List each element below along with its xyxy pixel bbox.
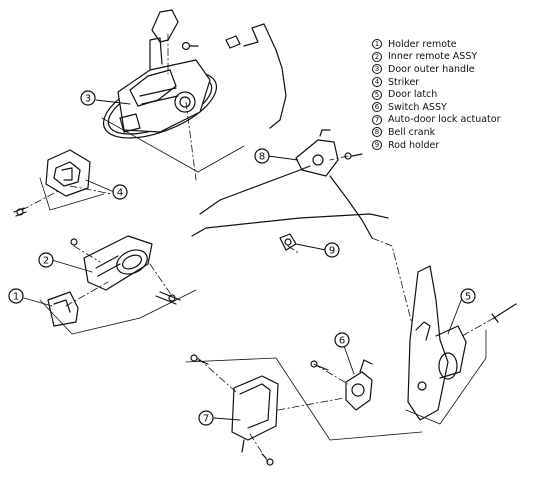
svg-text:5: 5 (465, 292, 471, 303)
callout-8: 8 (254, 148, 270, 164)
legend-number: 1 (372, 39, 382, 50)
legend-label: Bell crank (388, 126, 436, 138)
legend-item: 2 Inner remote ASSY (372, 51, 501, 64)
svg-text:3: 3 (85, 94, 91, 105)
latch-rod (329, 175, 373, 239)
callout-9: 9 (324, 242, 340, 258)
callout-6: 6 (334, 332, 350, 348)
svg-text:1: 1 (13, 292, 19, 303)
legend-label: Holder remote (388, 38, 457, 50)
switch-assy (345, 359, 373, 411)
inner-remote-bolt (70, 238, 181, 305)
legend-number: 2 (372, 51, 382, 62)
striker (45, 149, 91, 197)
outer-handle-clip (225, 35, 241, 49)
legend-number: 7 (372, 114, 382, 125)
svg-text:6: 6 (339, 336, 345, 347)
svg-text:7: 7 (203, 414, 209, 425)
outer-handle-bolt (181, 41, 199, 51)
legend-item: 4 Striker (372, 76, 501, 89)
striker-bolt (13, 207, 27, 217)
auto-door-lock-actuator (231, 375, 279, 453)
door-latch (407, 265, 467, 421)
assembly-guide-lines (21, 33, 495, 463)
bell-crank-bolt (344, 152, 363, 160)
lower-rod (191, 213, 389, 237)
legend-number: 5 (372, 89, 382, 100)
inner-remote-assy (83, 235, 153, 291)
svg-text:4: 4 (117, 188, 123, 199)
legend-item: 6 Switch ASSY (372, 101, 501, 114)
door-latch-screw (491, 303, 517, 323)
legend-item: 7 Auto-door lock actuator (372, 114, 501, 127)
legend-label: Auto-door lock actuator (388, 114, 501, 126)
legend-number: 4 (372, 77, 382, 88)
reference-outlines (39, 117, 487, 441)
outer-handle-rod (243, 23, 287, 129)
lock-rod (199, 165, 311, 215)
svg-text:9: 9 (329, 246, 335, 257)
leader-lines (23, 99, 463, 421)
legend-label: Rod holder (388, 139, 440, 151)
legend-item: 9 Rod holder (372, 139, 501, 152)
legend-item: 1 Holder remote (372, 38, 501, 51)
legend-label: Inner remote ASSY (388, 51, 478, 63)
svg-text:2: 2 (43, 256, 49, 267)
legend-item: 3 Door outer handle (372, 63, 501, 76)
callout-2: 2 (38, 252, 54, 268)
switch-bolt (310, 360, 329, 371)
callout-4: 4 (112, 184, 128, 200)
legend-item: 5 Door latch (372, 88, 501, 101)
legend-label: Door latch (388, 89, 438, 101)
legend-number: 8 (372, 127, 382, 138)
legend-label: Striker (388, 76, 420, 88)
callout-3: 3 (80, 90, 96, 106)
callout-7: 7 (198, 410, 214, 426)
legend-label: Switch ASSY (388, 101, 447, 113)
legend-number: 3 (372, 64, 382, 75)
legend-item: 8 Bell crank (372, 126, 501, 139)
legend-number: 9 (372, 140, 382, 151)
svg-text:8: 8 (259, 152, 265, 163)
legend-label: Door outer handle (388, 63, 475, 75)
callout-1: 1 (8, 288, 24, 304)
door-outer-handle (102, 9, 218, 139)
holder-remote (47, 291, 79, 327)
legend-number: 6 (372, 102, 382, 113)
rod-holder (279, 233, 297, 251)
callout-5: 5 (460, 288, 476, 304)
